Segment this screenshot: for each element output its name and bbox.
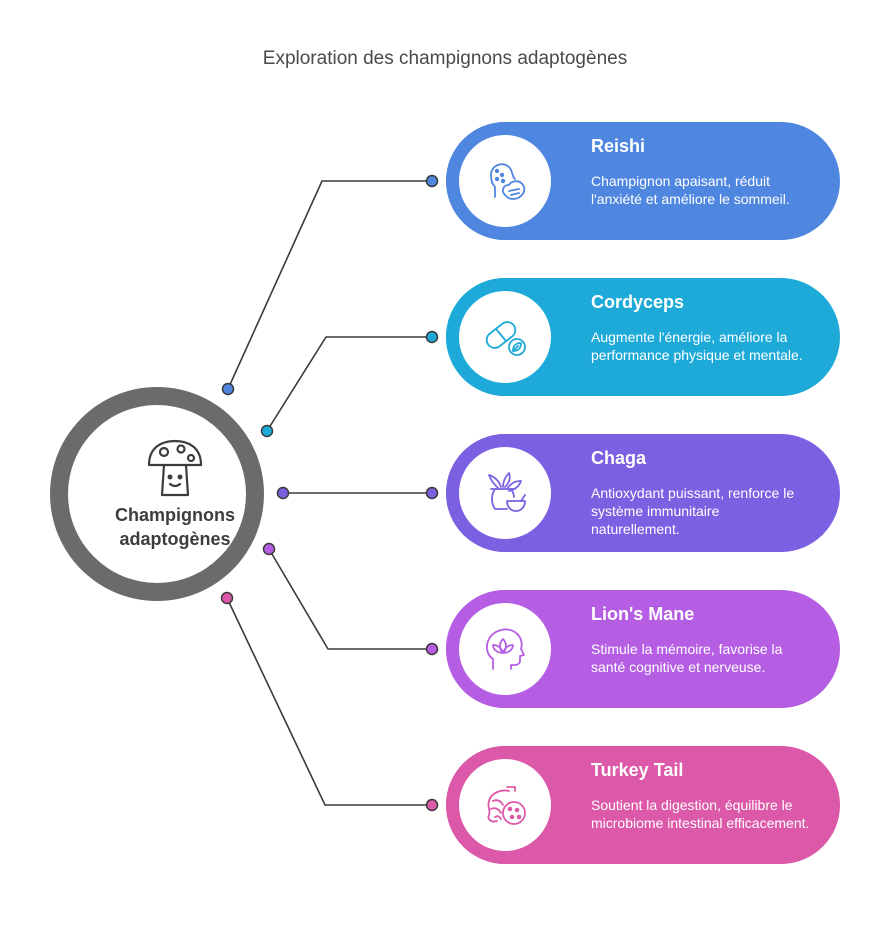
card-icon-turkey-tail	[459, 759, 551, 851]
connector-dot-item-lions-mane	[425, 642, 439, 656]
mind-lotus-icon	[486, 628, 525, 670]
connector-cordyceps	[266, 336, 432, 432]
card-icon-reishi	[459, 135, 551, 227]
card-desc-lions-mane: Stimule la mémoire, favorise la santé co…	[591, 641, 783, 675]
card-desc-cordyceps: Augmente l'énergie, améliore la performa…	[591, 329, 803, 363]
connector-dot-item-reishi	[425, 174, 439, 188]
card-chaga: Chaga Antioxydant puissant, renforce le …	[446, 434, 840, 552]
card-desc-reishi: Champignon apaisant, réduit l'anxiété et…	[591, 173, 790, 207]
connector-dot-hub-reishi	[221, 382, 235, 396]
connector-dot-item-turkey-tail	[425, 798, 439, 812]
capsule-leaf-icon	[485, 321, 526, 356]
card-title-reishi: Reishi	[591, 136, 646, 156]
card-title-lions-mane: Lion's Mane	[591, 604, 695, 624]
card-desc-chaga: Antioxydant puissant, renforce le systèm…	[591, 485, 795, 537]
page-title: Exploration des champignons adaptogènes	[262, 48, 628, 69]
connector-lions-mane	[268, 548, 432, 650]
connector-dot-item-cordyceps	[425, 330, 439, 344]
card-cordyceps: Cordyceps Augmente l'énergie, améliore l…	[446, 278, 840, 396]
connector-dot-hub-cordyceps	[260, 424, 274, 438]
card-title-chaga: Chaga	[591, 448, 647, 468]
card-lions-mane: Lion's Mane Stimule la mémoire, favorise…	[446, 590, 840, 708]
connector-dot-hub-chaga	[276, 486, 290, 500]
connector-dot-item-chaga	[425, 486, 439, 500]
connector-reishi	[227, 180, 432, 390]
gut-bacteria-icon	[487, 786, 526, 825]
card-desc-turkey-tail: Soutient la digestion, équilibre le micr…	[591, 797, 810, 831]
herbal-bowl-icon	[488, 472, 526, 512]
card-turkey-tail: Turkey Tail Soutient la digestion, équil…	[446, 746, 840, 864]
card-title-turkey-tail: Turkey Tail	[591, 760, 684, 780]
calm-head-icon	[490, 163, 526, 200]
card-icon-cordyceps	[459, 291, 551, 383]
card-title-cordyceps: Cordyceps	[591, 292, 685, 312]
card-icon-lions-mane	[459, 603, 551, 695]
connector-dot-hub-lions-mane	[262, 542, 276, 556]
card-reishi: Reishi Champignon apaisant, réduit l'anx…	[446, 122, 840, 240]
card-icon-chaga	[459, 447, 551, 539]
connector-dot-hub-turkey-tail	[220, 591, 234, 605]
connector-turkey-tail	[226, 597, 432, 806]
mushroom-icon	[147, 439, 203, 497]
